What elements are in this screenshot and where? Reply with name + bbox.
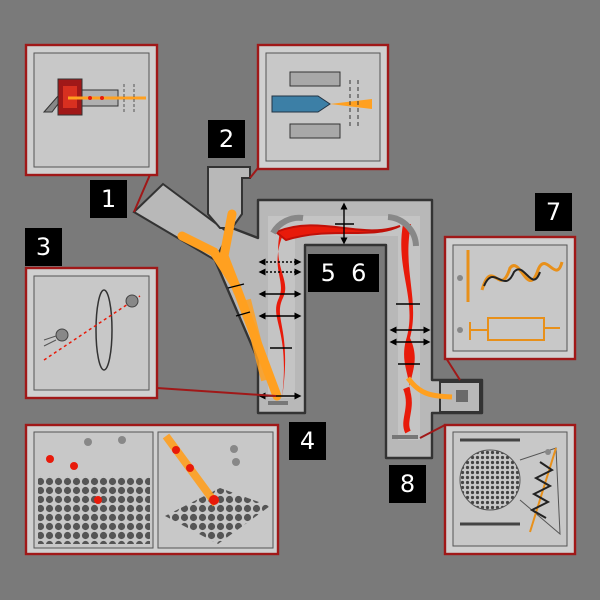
mirror-left	[270, 214, 304, 235]
label-box-56	[308, 254, 379, 292]
label-7: 7	[546, 198, 561, 226]
label-4: 4	[300, 427, 315, 455]
source-1-marker	[227, 283, 245, 289]
panel-8	[443, 423, 577, 556]
laser-ablation-source-icon	[42, 78, 146, 116]
spiral-trajectory-icon	[457, 250, 564, 341]
upper-bar-beam	[274, 224, 401, 242]
electrospray-source-icon	[271, 71, 372, 139]
label-box-8	[389, 465, 426, 503]
beam-lower-right	[403, 386, 412, 434]
detector-icon	[459, 438, 561, 536]
label-1: 1	[101, 185, 116, 213]
label-2: 2	[219, 125, 234, 153]
label-box-2	[208, 120, 245, 158]
label-box-4	[289, 422, 326, 460]
panel-3	[24, 266, 159, 400]
panel-2	[256, 43, 390, 171]
ion-beam-from-source-2	[219, 209, 243, 297]
beam-to-detector	[405, 376, 453, 400]
surface-sputtering-icon	[38, 433, 270, 544]
detector-element	[456, 390, 468, 402]
label-56: 5 6	[321, 259, 367, 287]
label-box-7	[535, 193, 572, 231]
reflectors	[268, 214, 419, 439]
ion-beam-paths	[177, 209, 282, 401]
apparatus-body	[132, 166, 484, 460]
electrode-markers	[227, 202, 431, 400]
panel-1	[24, 43, 159, 177]
source-2-housing	[207, 166, 251, 229]
leader-2	[249, 163, 259, 179]
leader-3	[156, 387, 277, 397]
panel-7	[443, 235, 577, 361]
mirror-right	[387, 214, 419, 247]
ion-beam-left-leg	[241, 298, 271, 382]
label-8: 8	[400, 470, 415, 498]
leader-7	[445, 357, 461, 381]
right-leg-beam	[401, 224, 415, 425]
source-1-marker-2	[235, 311, 251, 317]
label-3: 3	[36, 233, 51, 261]
leader-8	[419, 424, 446, 439]
panel-4	[24, 423, 280, 556]
label-box-1	[90, 180, 127, 218]
number-labels: 1 2 3 4 5 6 7 8	[25, 120, 572, 503]
label-box-3	[25, 228, 62, 266]
photoionization-icon	[43, 289, 141, 371]
